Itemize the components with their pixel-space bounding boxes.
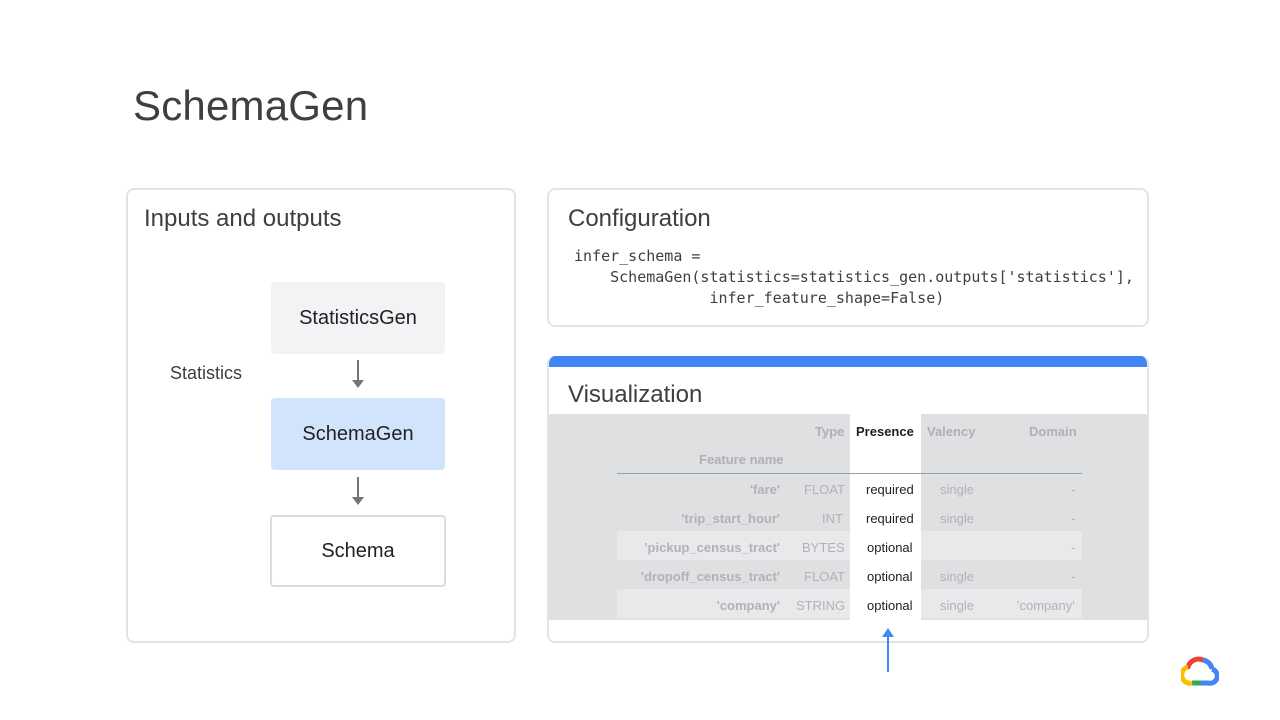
cell-type: BYTES — [802, 540, 845, 555]
arrow-down-icon — [352, 477, 364, 505]
cell-presence: required — [866, 511, 914, 526]
code-line: infer_feature_shape=False) — [574, 289, 945, 307]
configuration-card: Configuration infer_schema = SchemaGen(s… — [547, 188, 1149, 327]
cell-valency: single — [940, 598, 974, 613]
inputs-outputs-title: Inputs and outputs — [144, 205, 342, 232]
cell-valency: single — [940, 482, 974, 497]
cell-domain: - — [1071, 540, 1076, 555]
schema-table: Feature name Type Presence Valency Domai… — [549, 414, 1147, 620]
cell-domain: 'company' — [1017, 598, 1075, 613]
header-valency: Valency — [927, 424, 976, 439]
visualization-card: Visualization Feature name Type Presence… — [547, 356, 1149, 643]
slide-title: SchemaGen — [133, 82, 369, 129]
cell-feature: 'fare' — [749, 482, 780, 497]
statisticsgen-node: StatisticsGen — [271, 282, 445, 354]
header-domain: Domain — [1029, 424, 1077, 439]
presence-column-highlight — [850, 414, 921, 620]
cell-valency: single — [940, 569, 974, 584]
cell-presence: optional — [867, 540, 913, 555]
cell-feature: 'dropoff_census_tract' — [640, 569, 780, 584]
table-row-stripe — [617, 589, 1082, 618]
header-presence: Presence — [856, 424, 914, 439]
cell-type: INT — [822, 511, 843, 526]
code-line: infer_schema = — [574, 247, 701, 265]
cell-presence: required — [866, 482, 914, 497]
cell-feature: 'company' — [716, 598, 780, 613]
cell-presence: optional — [867, 598, 913, 613]
schema-node: Schema — [270, 515, 446, 587]
cell-domain: - — [1071, 569, 1076, 584]
table-header-divider — [617, 473, 1082, 474]
visualization-accent-bar — [549, 356, 1147, 367]
schemagen-node: SchemaGen — [271, 398, 445, 470]
cell-type: STRING — [796, 598, 846, 613]
visualization-title: Visualization — [568, 381, 703, 408]
table-row-stripe — [617, 531, 1082, 560]
cell-domain: - — [1071, 482, 1076, 497]
cell-type: FLOAT — [804, 569, 845, 584]
cell-type: FLOAT — [804, 482, 845, 497]
cell-feature: 'pickup_census_tract' — [644, 540, 780, 555]
arrow-up-icon — [882, 628, 894, 672]
inputs-outputs-card: Inputs and outputs StatisticsGen Statist… — [126, 188, 516, 643]
header-feature-name: Feature name — [699, 452, 784, 467]
code-line: SchemaGen(statistics=statistics_gen.outp… — [574, 268, 1134, 286]
cell-presence: optional — [867, 569, 913, 584]
google-cloud-logo-icon — [1181, 656, 1219, 686]
arrow-down-icon — [352, 360, 364, 388]
cell-valency: single — [940, 511, 974, 526]
statistics-edge-label: Statistics — [170, 363, 243, 383]
configuration-title: Configuration — [568, 205, 711, 232]
cell-domain: - — [1071, 511, 1076, 526]
header-type: Type — [815, 424, 845, 439]
cell-feature: 'trip_start_hour' — [681, 511, 780, 526]
